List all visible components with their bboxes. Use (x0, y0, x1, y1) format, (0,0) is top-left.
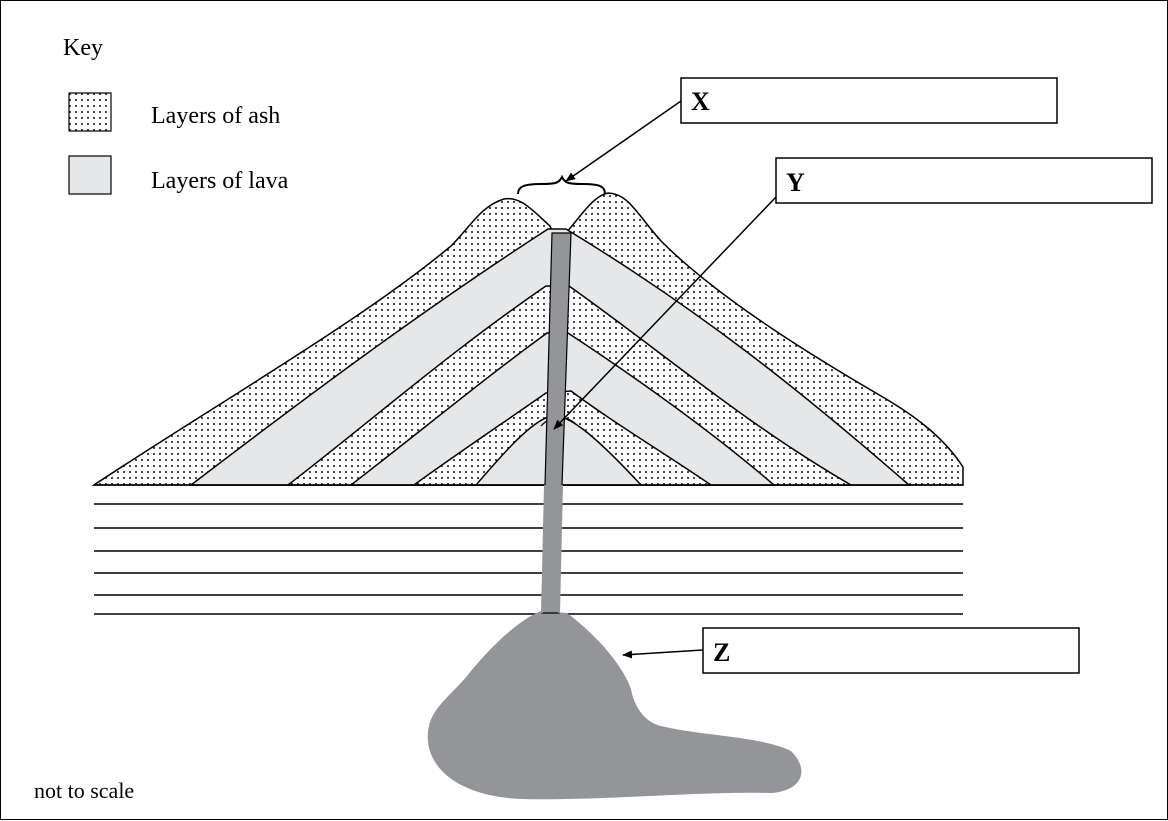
arrow-x (565, 100, 682, 182)
lava-swatch (68, 155, 112, 195)
label-box-y (775, 157, 1153, 204)
not-to-scale-note: not to scale (34, 778, 134, 803)
ash-swatch (68, 92, 112, 132)
key-lava-label: Layers of lava (151, 168, 289, 194)
arrow-y (553, 196, 777, 430)
label-box-x (680, 77, 1058, 124)
rock-strata (94, 484, 963, 615)
label-box-z (702, 627, 1080, 674)
volcano-cone (91, 192, 964, 486)
key-ash-label: Layers of ash (151, 103, 280, 129)
label-x: X (691, 87, 710, 116)
vent-fill (541, 484, 563, 614)
label-y: Y (786, 168, 805, 197)
key-title: Key (63, 35, 103, 61)
arrow-z (622, 649, 704, 659)
crater-brace (517, 174, 606, 195)
label-z: Z (713, 638, 730, 667)
magma-chamber (427, 611, 802, 800)
